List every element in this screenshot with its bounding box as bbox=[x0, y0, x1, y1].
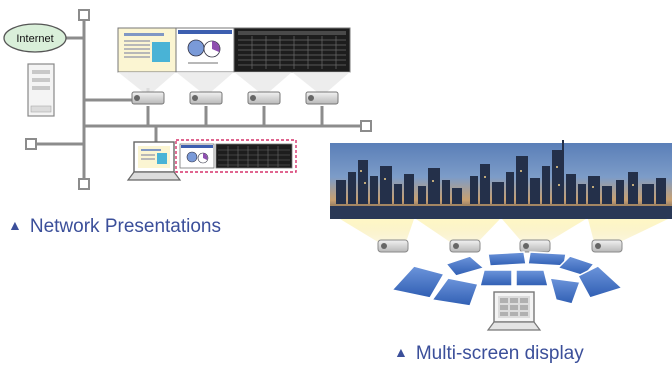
network-lines bbox=[36, 16, 366, 184]
multiscreen-beams bbox=[340, 219, 668, 242]
triangle-marker-icon: ▲ bbox=[8, 217, 22, 233]
network-diagram: Internet bbox=[3, 9, 372, 190]
screen-tile-fan bbox=[390, 251, 624, 307]
internet-cloud: Internet bbox=[3, 23, 67, 53]
laptop-screen-thumbnails bbox=[175, 139, 297, 173]
projector-icon bbox=[377, 239, 409, 253]
projector-icon bbox=[591, 239, 623, 253]
projector-icon bbox=[247, 91, 281, 105]
projection-beams bbox=[118, 72, 350, 92]
projector-icon bbox=[189, 91, 223, 105]
network-presentations-caption: ▲ Network Presentations bbox=[8, 216, 221, 238]
triangle-marker-icon: ▲ bbox=[394, 344, 408, 360]
internet-label: Internet bbox=[16, 33, 53, 45]
multiscreen-diagram bbox=[330, 140, 672, 331]
projector-icon bbox=[131, 91, 165, 105]
projection-screen-spreadsheet bbox=[233, 27, 351, 73]
multi-screen-display-caption: ▲ Multi-screen display bbox=[394, 343, 584, 365]
projection-screen-pie-charts bbox=[175, 27, 235, 73]
projector-icon bbox=[305, 91, 339, 105]
network-terminators bbox=[25, 9, 372, 190]
laptop-icon bbox=[126, 141, 182, 181]
city-panorama-image bbox=[330, 140, 672, 219]
laptop-icon bbox=[486, 291, 542, 331]
projector-icon bbox=[519, 239, 551, 253]
projection-screen-document bbox=[117, 27, 177, 73]
caption-text: Multi-screen display bbox=[415, 343, 584, 364]
projector-icon bbox=[449, 239, 481, 253]
caption-text: Network Presentations bbox=[29, 216, 222, 237]
server-tower-icon bbox=[27, 63, 55, 117]
